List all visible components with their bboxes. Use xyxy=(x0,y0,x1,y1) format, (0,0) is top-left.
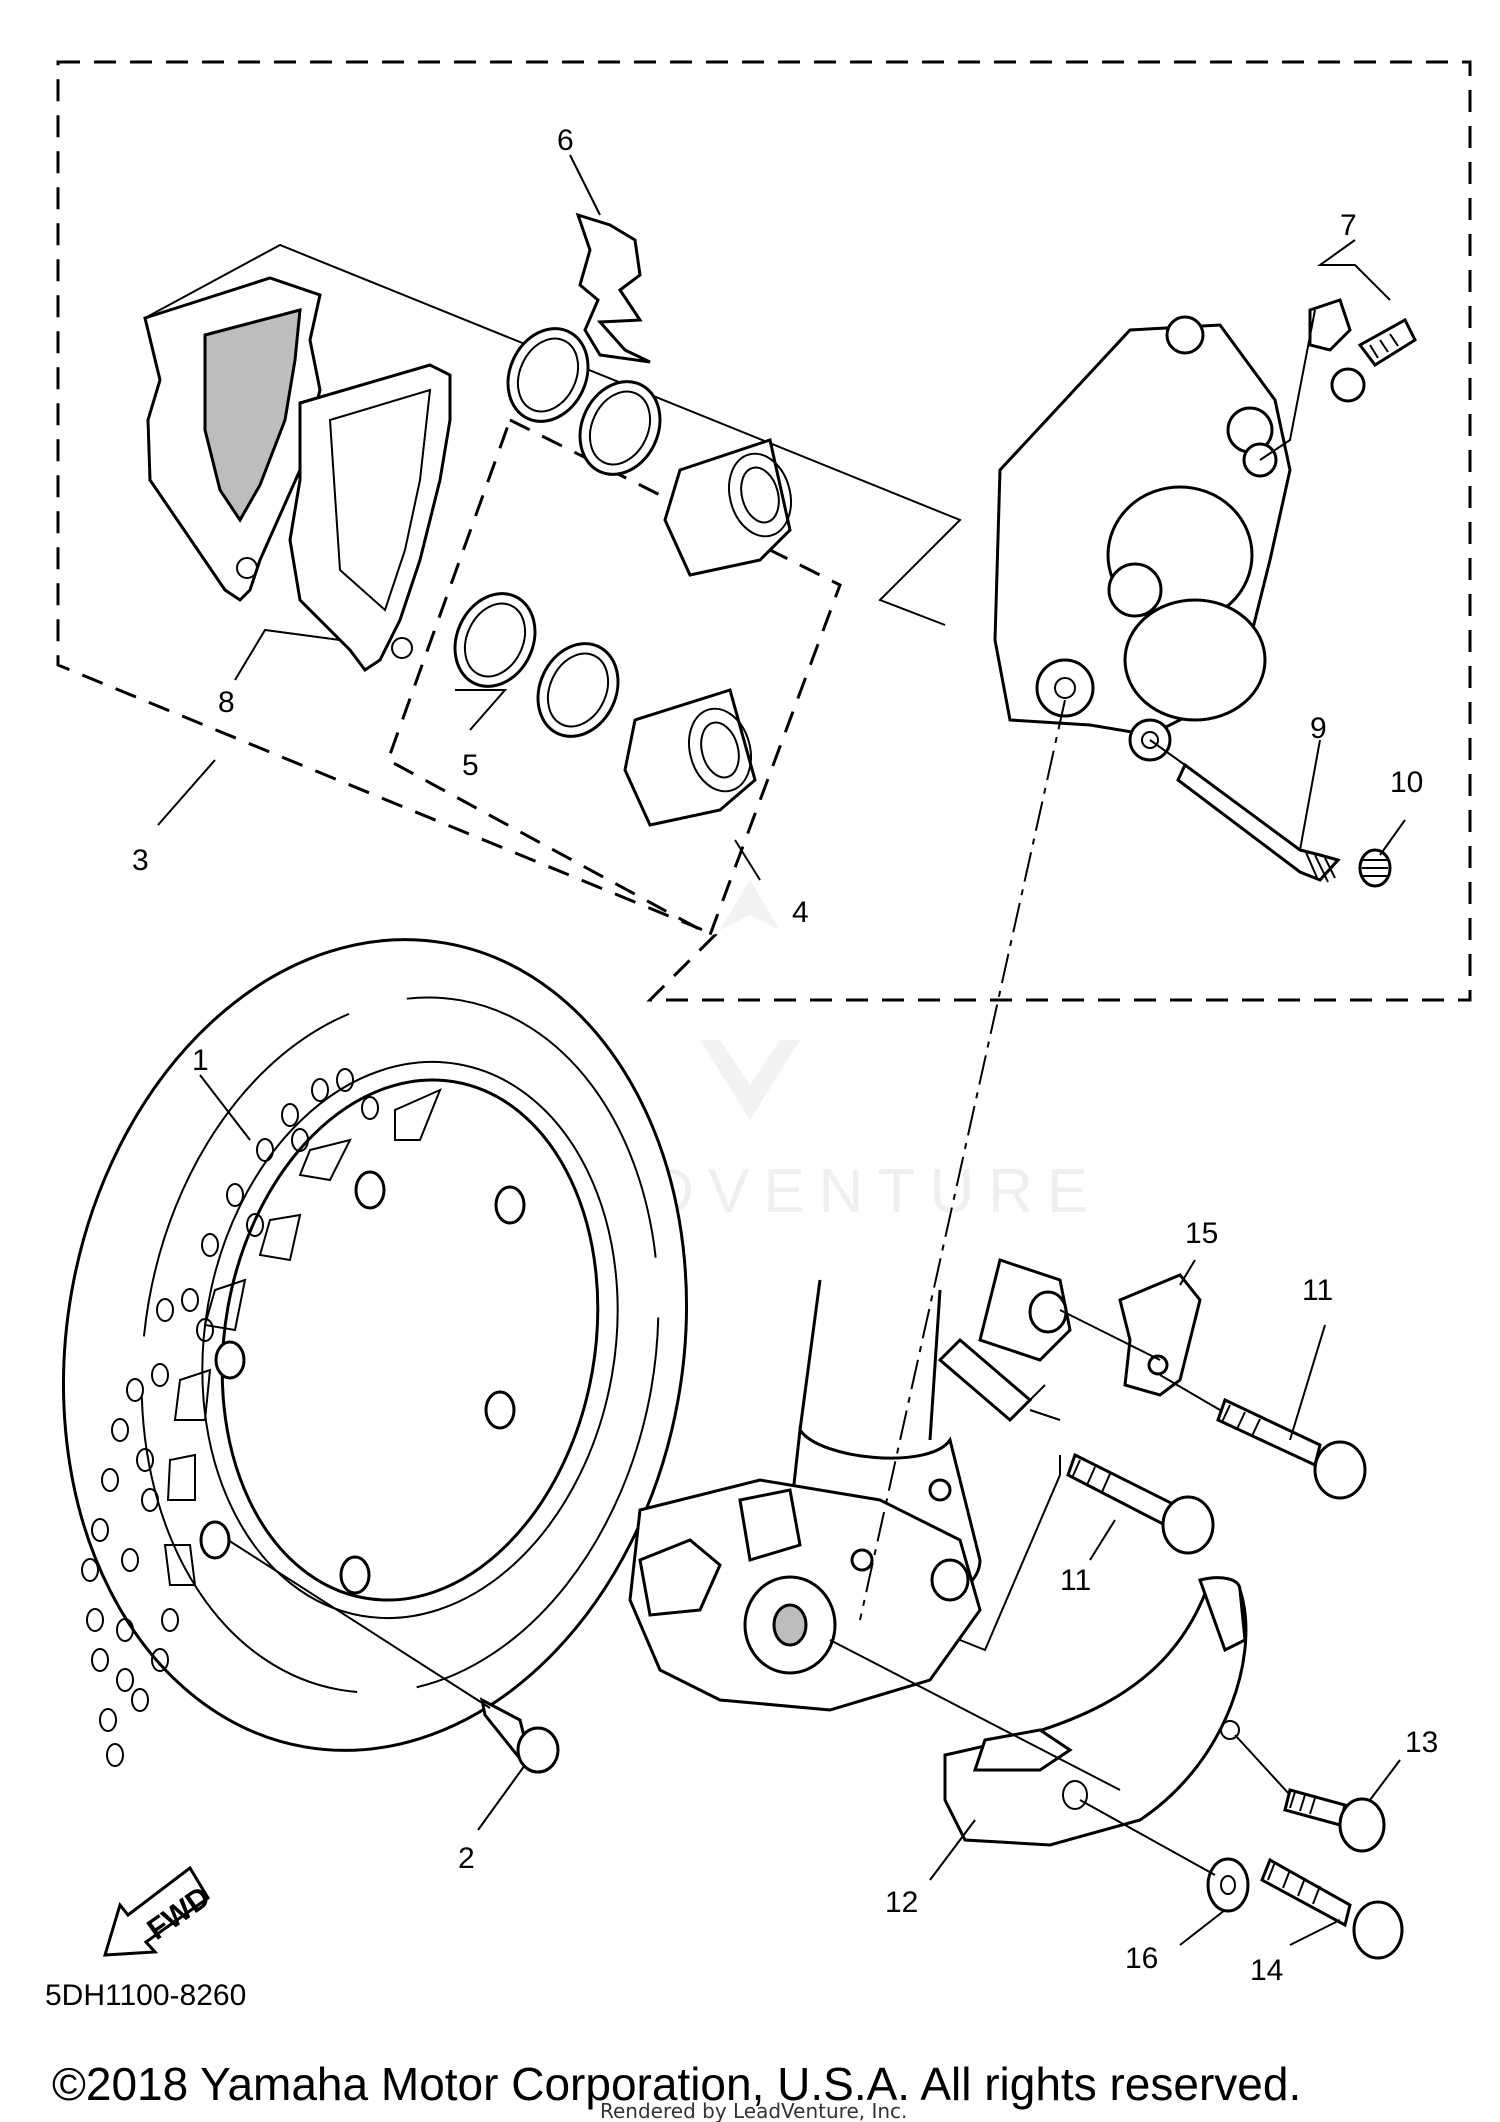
brake-pad-rear xyxy=(288,363,452,673)
part-label-10: 10 xyxy=(1390,766,1423,799)
brake-disc xyxy=(62,938,688,1767)
part-label-4: 4 xyxy=(792,896,809,929)
piston-seals xyxy=(453,327,662,738)
part-label-15: 15 xyxy=(1185,1217,1218,1250)
caliper-mount-line xyxy=(859,699,1066,1621)
part-label-3: 3 xyxy=(132,844,149,877)
caliper-pin xyxy=(1149,739,1341,883)
drawing-code: 5DH1100-8260 xyxy=(45,1979,246,2012)
part-label-11-lower: 11 xyxy=(1060,1564,1091,1597)
part-label-8: 8 xyxy=(218,686,235,719)
part-label-14: 14 xyxy=(1250,1954,1283,1987)
guard-bolt xyxy=(1234,1734,1386,1853)
pin-plug xyxy=(1358,848,1392,888)
bolt-upper xyxy=(1159,1374,1367,1500)
pad-spring xyxy=(575,212,651,364)
seal-kit-boundary xyxy=(386,417,842,938)
caliper-assembly-boundary xyxy=(56,60,1472,1002)
part-label-12: 12 xyxy=(885,1886,918,1919)
caliper-body xyxy=(993,315,1292,762)
copyright-notice: ©2018 Yamaha Motor Corporation, U.S.A. A… xyxy=(52,2058,1301,2110)
part-label-5: 5 xyxy=(462,749,479,782)
pad-leader-line xyxy=(144,243,962,626)
part-labels: 6 7 8 5 3 4 9 10 1 2 15 11 11 12 13 14 1… xyxy=(132,124,1438,1987)
disc-bolt xyxy=(227,1539,560,1774)
part-label-16: 16 xyxy=(1125,1942,1158,1975)
disc-guard xyxy=(829,1576,1248,1847)
hose-bracket xyxy=(1059,1273,1202,1397)
part-label-2: 2 xyxy=(458,1842,475,1875)
bolt-lower xyxy=(959,1452,1215,1652)
part-label-9: 9 xyxy=(1310,712,1327,745)
rendered-by-notice: Rendered by LeadVenture, Inc. xyxy=(600,2099,907,2122)
caliper-pistons xyxy=(623,438,792,827)
bleed-screw xyxy=(1259,298,1417,461)
label-leaders xyxy=(157,154,1406,1946)
forward-arrow-icon: FWD xyxy=(102,1865,216,1957)
washer xyxy=(1079,1799,1250,1913)
guard-bolt-long xyxy=(1260,1857,1404,1960)
part-label-6: 6 xyxy=(557,124,574,157)
fork-leg xyxy=(628,1258,1072,1712)
part-label-1: 1 xyxy=(192,1044,209,1077)
brake-pad-front xyxy=(143,276,322,602)
part-label-11-upper: 11 xyxy=(1302,1274,1333,1307)
part-label-13: 13 xyxy=(1405,1726,1438,1759)
part-label-7: 7 xyxy=(1340,209,1357,242)
